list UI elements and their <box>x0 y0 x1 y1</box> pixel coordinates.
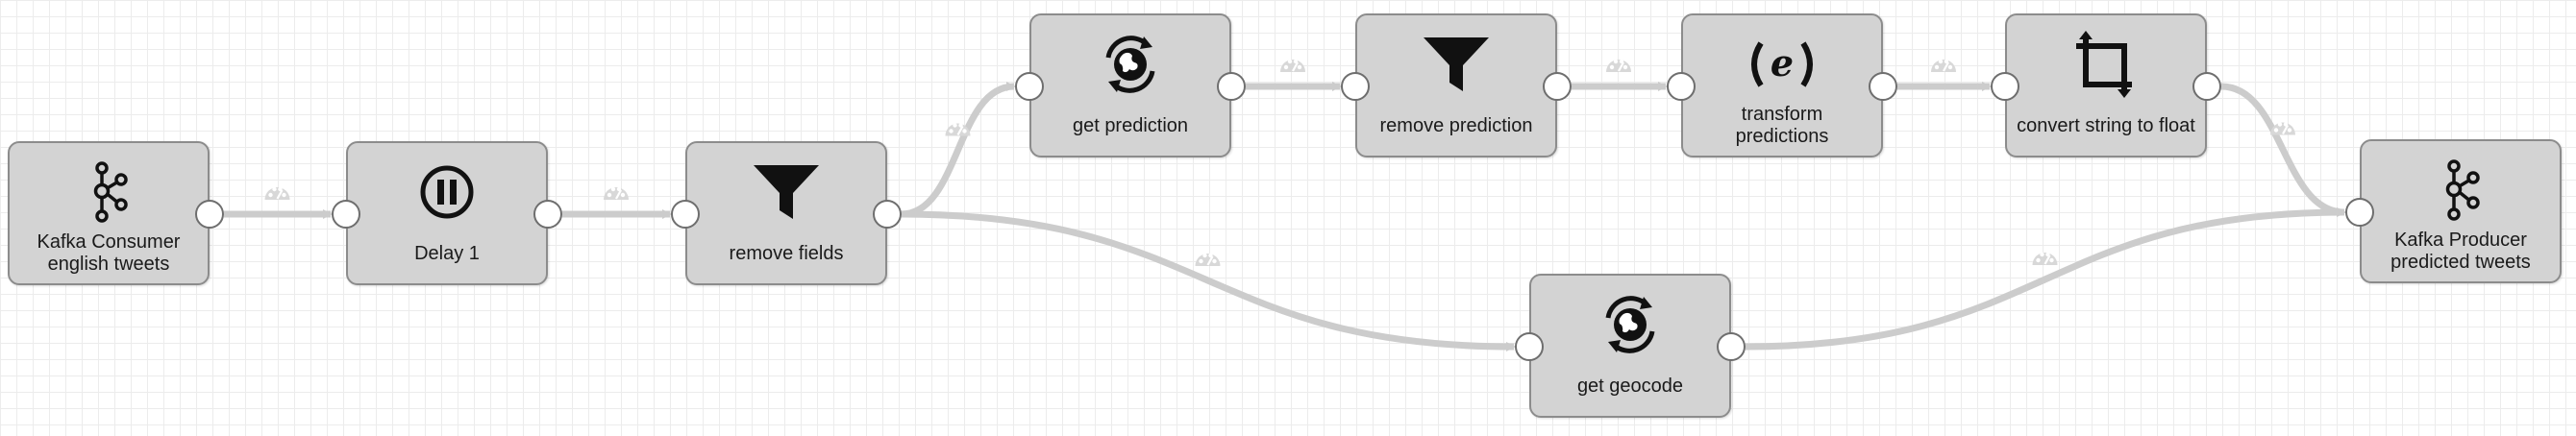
globe-sync-icon <box>1092 31 1169 98</box>
expression-icon: e <box>1744 31 1821 98</box>
node-label: get prediction <box>1072 114 1189 136</box>
gauge-icon <box>602 185 631 202</box>
node-delay-1[interactable]: Delay 1 <box>332 141 562 285</box>
crop-icon <box>2068 31 2144 98</box>
funnel-icon <box>1418 31 1495 98</box>
node-convert-string-to-float[interactable]: convert string to float <box>1991 13 2221 157</box>
node-label: get geocode <box>1576 375 1684 397</box>
node-label: Kafka Consumer english tweets <box>37 231 181 275</box>
node-label: remove prediction <box>1379 114 1533 136</box>
pause-icon <box>409 158 485 226</box>
output-port[interactable] <box>2192 72 2221 101</box>
kafka-icon <box>2422 157 2499 224</box>
output-port[interactable] <box>1217 72 1246 101</box>
output-port[interactable] <box>1869 72 1897 101</box>
input-port[interactable] <box>671 200 700 229</box>
input-port[interactable] <box>1991 72 2019 101</box>
link-convert-string-to-float-to-kafka-producer[interactable] <box>2220 83 2346 217</box>
gauge-icon <box>1194 252 1222 268</box>
node-label: Delay 1 <box>414 242 480 264</box>
node-kafka-consumer[interactable]: Kafka Consumer english tweets <box>8 141 224 285</box>
link-remove-fields-to-get-geocode[interactable] <box>901 210 1516 351</box>
link-get-geocode-to-kafka-producer[interactable] <box>1745 207 2346 351</box>
output-port[interactable] <box>1543 72 1572 101</box>
node-label: transform predictions <box>1735 104 1829 147</box>
links-layer <box>223 58 2346 351</box>
node-remove-fields[interactable]: remove fields <box>671 141 902 285</box>
input-port[interactable] <box>332 200 360 229</box>
node-label: Kafka Producer predicted tweets <box>2390 230 2531 273</box>
input-port[interactable] <box>2345 198 2374 227</box>
gauge-icon <box>2268 121 2297 136</box>
gauge-icon <box>263 185 291 202</box>
gauge-icon <box>1604 58 1633 74</box>
node-transform-predictions[interactable]: e transform predictions <box>1667 13 1897 157</box>
input-port[interactable] <box>1515 332 1544 361</box>
node-get-prediction[interactable]: get prediction <box>1015 13 1246 157</box>
output-port[interactable] <box>533 200 562 229</box>
node-kafka-producer[interactable]: Kafka Producer predicted tweets <box>2345 139 2562 283</box>
svg-text:e: e <box>1771 41 1794 85</box>
kafka-icon <box>70 158 147 226</box>
input-port[interactable] <box>1341 72 1370 101</box>
gauge-icon <box>2031 251 2059 267</box>
output-port[interactable] <box>195 200 224 229</box>
funnel-icon <box>748 158 825 226</box>
link-remove-fields-to-get-prediction[interactable] <box>901 82 1016 218</box>
node-get-geocode[interactable]: get geocode <box>1515 274 1746 418</box>
gauge-icon <box>1929 58 1958 74</box>
gauge-icon <box>1278 58 1307 74</box>
output-port[interactable] <box>873 200 902 229</box>
node-label: convert string to float <box>2017 114 2195 136</box>
globe-sync-icon <box>1592 291 1669 358</box>
output-port[interactable] <box>1717 332 1746 361</box>
input-port[interactable] <box>1667 72 1696 101</box>
node-label: remove fields <box>729 242 844 264</box>
node-remove-prediction[interactable]: remove prediction <box>1341 13 1572 157</box>
input-port[interactable] <box>1015 72 1044 101</box>
